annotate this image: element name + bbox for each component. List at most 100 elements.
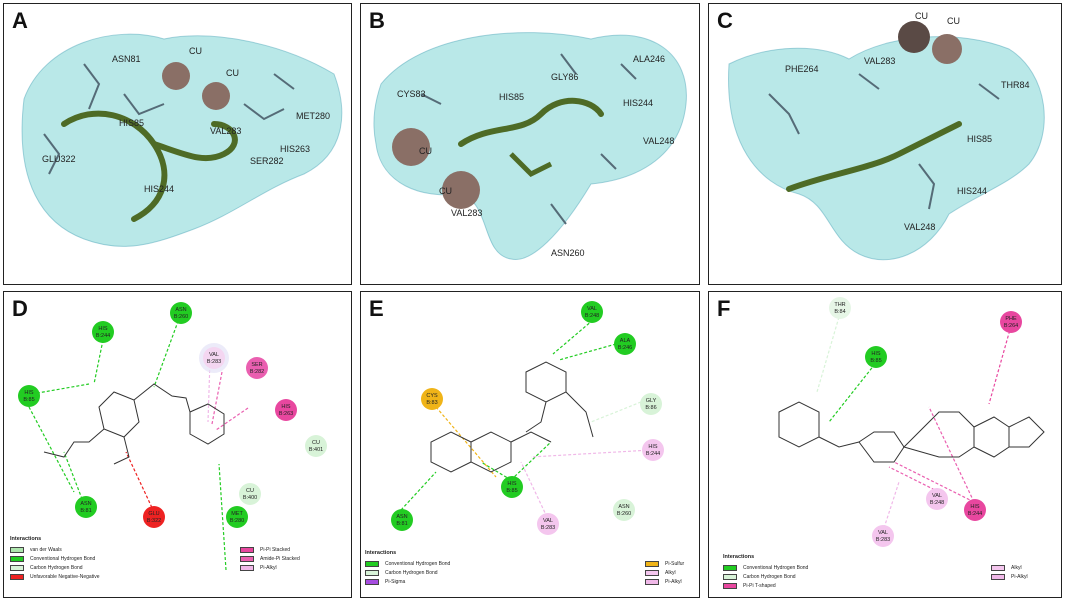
- panel-label: E: [369, 296, 384, 321]
- svg-text:VAL: VAL: [543, 518, 553, 524]
- cu-atom: [392, 128, 430, 166]
- svg-text:B:248: B:248: [930, 500, 944, 506]
- panel-label: D: [12, 296, 28, 321]
- svg-text:B:81: B:81: [396, 521, 407, 527]
- cu-label: CU: [189, 46, 202, 56]
- docking-3d-view-c: CU CU PHE264 VAL283 THR84 HIS85 HIS244 V…: [728, 11, 1045, 261]
- cu-atom: [898, 21, 930, 53]
- svg-text:B:244: B:244: [646, 451, 660, 457]
- residue-label: VAL283: [451, 208, 482, 218]
- svg-text:B:263: B:263: [279, 411, 293, 417]
- cu-label: CU: [419, 146, 432, 156]
- svg-text:ALA: ALA: [620, 338, 631, 344]
- svg-text:GLY: GLY: [646, 398, 657, 404]
- svg-text:ASN: ASN: [618, 504, 629, 510]
- residue-label: HIS85: [499, 92, 524, 102]
- panel-b-3d: CU CU CYS83 HIS85 GLY86 ALA246 HIS244 VA…: [360, 3, 700, 285]
- svg-text:PHE: PHE: [1005, 316, 1017, 322]
- legend-item: Pi-Alkyl: [240, 563, 300, 572]
- legend-item: Pi-Alkyl: [991, 572, 1028, 581]
- svg-text:B:283: B:283: [876, 537, 890, 543]
- svg-text:CU: CU: [246, 488, 254, 494]
- panel-c-3d: CU CU PHE264 VAL283 THR84 HIS85 HIS244 V…: [708, 3, 1062, 285]
- svg-text:THR: THR: [834, 302, 845, 308]
- svg-text:B:84: B:84: [834, 309, 845, 315]
- svg-text:B:264: B:264: [1004, 323, 1018, 329]
- interaction-legend: Interactions Conventional Hydrogen Bond …: [723, 554, 1053, 590]
- legend-item: Carbon Hydrogen Bond: [365, 568, 645, 577]
- legend-title: Interactions: [365, 550, 397, 556]
- legend-item: Pi-Pi T-shaped: [723, 581, 991, 590]
- panel-label: F: [717, 296, 731, 321]
- svg-text:B:83: B:83: [426, 400, 437, 406]
- legend-item: Pi-Alkyl: [645, 577, 684, 586]
- svg-text:B:246: B:246: [618, 345, 632, 351]
- svg-text:HIS: HIS: [871, 351, 881, 357]
- svg-text:B:244: B:244: [96, 333, 110, 339]
- residue-label: VAL248: [643, 136, 674, 146]
- svg-text:CYS: CYS: [426, 393, 438, 399]
- residue-label: ASN81: [112, 54, 141, 64]
- svg-text:HIS: HIS: [98, 326, 108, 332]
- cu-atom: [162, 62, 190, 90]
- panel-label: A: [12, 8, 28, 33]
- svg-text:B:280: B:280: [230, 518, 244, 524]
- legend-title: Interactions: [723, 554, 755, 560]
- cu-label: CU: [947, 16, 960, 26]
- svg-text:ASN: ASN: [80, 501, 91, 507]
- legend-item: Carbon Hydrogen Bond: [10, 563, 240, 572]
- svg-text:B:322: B:322: [147, 518, 161, 524]
- svg-text:VAL: VAL: [209, 352, 219, 358]
- svg-text:ASN: ASN: [175, 307, 186, 313]
- svg-text:B:283: B:283: [541, 525, 555, 531]
- svg-text:B:81: B:81: [80, 508, 91, 514]
- legend-item: Carbon Hydrogen Bond: [723, 572, 991, 581]
- svg-text:HIS: HIS: [970, 504, 980, 510]
- residue-label: VAL248: [904, 222, 935, 232]
- svg-text:MET: MET: [231, 511, 243, 517]
- residue-label: HIS244: [957, 186, 987, 196]
- interaction-legend: Interactions van der Waals Conventional …: [10, 536, 350, 581]
- residue-label: ALA246: [633, 54, 665, 64]
- cu-atom: [442, 171, 480, 209]
- residue-label: PHE264: [785, 64, 819, 74]
- legend-item: Pi-Sulfur: [645, 559, 684, 568]
- residue-label: MET280: [296, 111, 330, 121]
- residue-label: SER282: [250, 156, 284, 166]
- svg-text:B:400: B:400: [243, 495, 257, 501]
- svg-text:B:244: B:244: [968, 511, 982, 517]
- legend-item: Pi-Pi Stacked: [240, 545, 300, 554]
- residue-label: GLU322: [42, 154, 76, 164]
- svg-text:B:260: B:260: [617, 511, 631, 517]
- svg-text:B:86: B:86: [645, 405, 656, 411]
- legend-item: Pi-Sigma: [365, 577, 645, 586]
- residue-label: HIS244: [144, 184, 174, 194]
- residue-label: ASN260: [551, 248, 585, 258]
- residue-node: CUB:400: [239, 483, 261, 505]
- svg-text:B:260: B:260: [174, 314, 188, 320]
- svg-text:B:283: B:283: [207, 359, 221, 365]
